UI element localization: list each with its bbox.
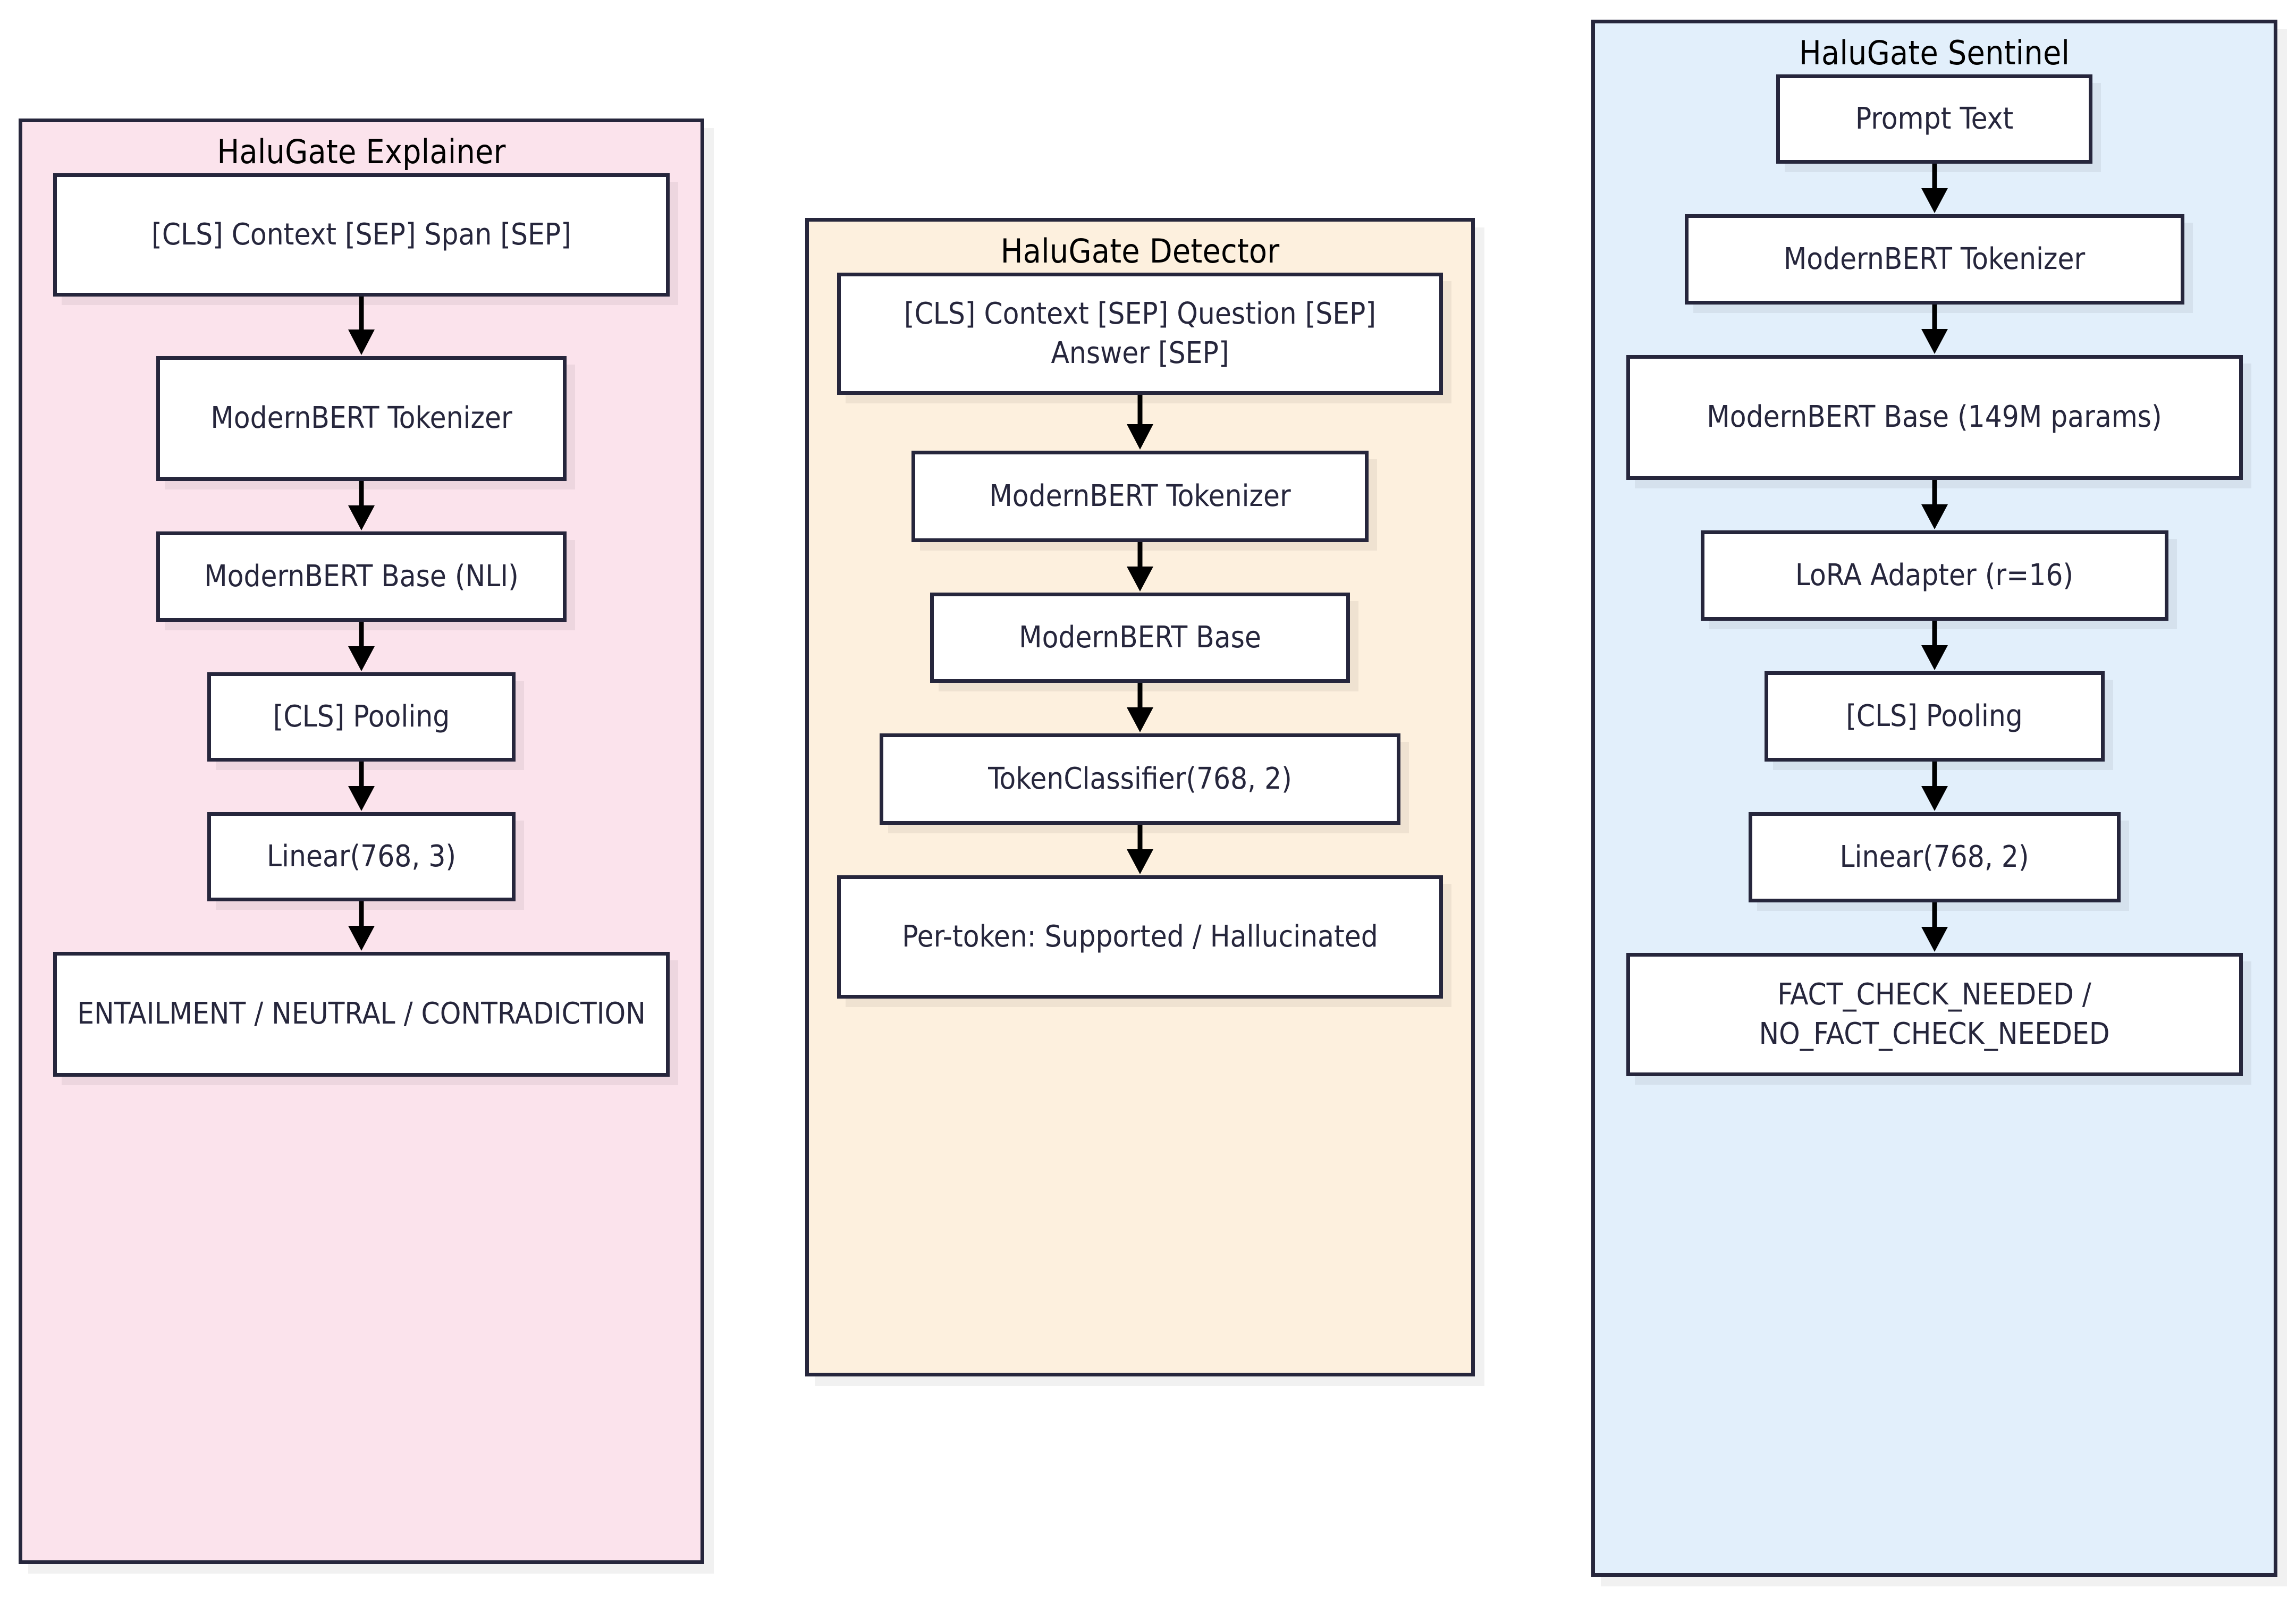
node-label: LoRA Adapter (r=16) [1795, 557, 2074, 593]
arrow-explainer-2 [22, 622, 700, 672]
node-detector-base[interactable]: ModernBERT Base [930, 593, 1350, 683]
node-label: ENTAILMENT / NEUTRAL / CONTRADICTION [77, 996, 646, 1032]
node-label: [CLS] Pooling [273, 699, 450, 734]
arrow-sentinel-1 [1595, 305, 2274, 355]
arrow-explainer-3 [22, 762, 700, 812]
node-detector-tokenizer[interactable]: ModernBERT Tokenizer [911, 451, 1369, 543]
arrow-detector-0 [809, 395, 1471, 451]
node-label: ModernBERT Tokenizer [1783, 241, 2086, 276]
arrow-detector-2 [809, 683, 1471, 733]
arrow-explainer-0 [22, 297, 700, 356]
cluster-halugate-sentinel: HaluGate Sentinel Prompt Text ModernBERT… [1591, 20, 2277, 1577]
node-detector-tokenclassifier[interactable]: TokenClassifier(768, 2) [880, 733, 1400, 825]
node-label: Per-token: Supported / Hallucinated [902, 919, 1378, 954]
node-label: ModernBERT Tokenizer [989, 478, 1291, 513]
cluster-halugate-explainer: HaluGate Explainer [CLS] Context [SEP] S… [19, 119, 704, 1564]
node-label: ModernBERT Tokenizer [210, 401, 512, 436]
node-label: Linear(768, 3) [266, 839, 457, 874]
node-label: [CLS] Context [SEP] Span [SEP] [151, 217, 571, 252]
cluster-halugate-detector: HaluGate Detector [CLS] Context [SEP] Qu… [805, 218, 1475, 1376]
arrow-sentinel-0 [1595, 164, 2274, 214]
node-detector-input[interactable]: [CLS] Context [SEP] Question [SEP] Answe… [837, 273, 1443, 395]
node-label: ModernBERT Base (NLI) [204, 559, 519, 594]
node-explainer-base[interactable]: ModernBERT Base (NLI) [156, 531, 567, 622]
arrow-explainer-4 [22, 901, 700, 952]
node-explainer-output[interactable]: ENTAILMENT / NEUTRAL / CONTRADICTION [53, 952, 670, 1077]
arrow-detector-1 [809, 542, 1471, 593]
node-sentinel-prompt-text[interactable]: Prompt Text [1776, 74, 2092, 164]
arrow-down-icon [348, 622, 375, 672]
node-label: ModernBERT Base [1019, 620, 1261, 655]
arrow-down-icon [1127, 395, 1153, 450]
node-sentinel-pooling[interactable]: [CLS] Pooling [1764, 671, 2105, 762]
node-label: [CLS] Context [SEP] Question [SEP] Answe… [904, 296, 1377, 371]
arrow-down-icon [348, 481, 375, 531]
node-explainer-pooling[interactable]: [CLS] Pooling [207, 672, 516, 762]
node-sentinel-base[interactable]: ModernBERT Base (149M params) [1626, 355, 2243, 480]
node-sentinel-linear[interactable]: Linear(768, 2) [1748, 812, 2121, 903]
flow-explainer: [CLS] Context [SEP] Span [SEP] ModernBER… [22, 173, 700, 1077]
arrow-sentinel-5 [1595, 902, 2274, 953]
arrow-down-icon [1921, 305, 1948, 354]
flow-sentinel: Prompt Text ModernBERT Tokenizer ModernB… [1595, 74, 2274, 1077]
arrow-sentinel-2 [1595, 480, 2274, 530]
arrow-down-icon [1127, 542, 1153, 592]
arrow-down-icon [1921, 164, 1948, 214]
arrow-down-icon [1921, 621, 1948, 671]
arrow-down-icon [348, 762, 375, 812]
node-sentinel-lora-adapter[interactable]: LoRA Adapter (r=16) [1700, 530, 2168, 621]
node-sentinel-tokenizer[interactable]: ModernBERT Tokenizer [1684, 214, 2184, 305]
node-sentinel-output[interactable]: FACT_CHECK_NEEDED / NO_FACT_CHECK_NEEDED [1626, 953, 2243, 1077]
arrow-down-icon [1921, 902, 1948, 952]
cluster-title-explainer: HaluGate Explainer [217, 132, 506, 171]
node-label: [CLS] Pooling [1846, 698, 2023, 733]
node-explainer-input[interactable]: [CLS] Context [SEP] Span [SEP] [53, 173, 670, 297]
node-explainer-tokenizer[interactable]: ModernBERT Tokenizer [156, 356, 567, 481]
arrow-down-icon [1921, 480, 1948, 530]
arrow-down-icon [1921, 762, 1948, 812]
arrow-down-icon [348, 297, 375, 356]
node-label: Linear(768, 2) [1839, 839, 2029, 874]
arrow-explainer-1 [22, 481, 700, 531]
node-detector-output[interactable]: Per-token: Supported / Hallucinated [837, 875, 1443, 999]
arrow-down-icon [348, 901, 375, 951]
arrow-down-icon [1127, 825, 1153, 875]
node-label: FACT_CHECK_NEEDED / NO_FACT_CHECK_NEEDED [1759, 977, 2110, 1052]
arrow-sentinel-4 [1595, 762, 2274, 812]
node-label: TokenClassifier(768, 2) [988, 761, 1292, 796]
arrow-detector-3 [809, 825, 1471, 875]
arrow-sentinel-3 [1595, 621, 2274, 671]
flow-detector: [CLS] Context [SEP] Question [SEP] Answe… [809, 273, 1471, 999]
cluster-title-sentinel: HaluGate Sentinel [1799, 33, 2070, 72]
node-label: Prompt Text [1855, 101, 2014, 136]
arrow-down-icon [1127, 683, 1153, 733]
node-explainer-linear[interactable]: Linear(768, 3) [207, 812, 516, 902]
node-label: ModernBERT Base (149M params) [1707, 400, 2162, 435]
cluster-title-detector: HaluGate Detector [1000, 232, 1280, 271]
